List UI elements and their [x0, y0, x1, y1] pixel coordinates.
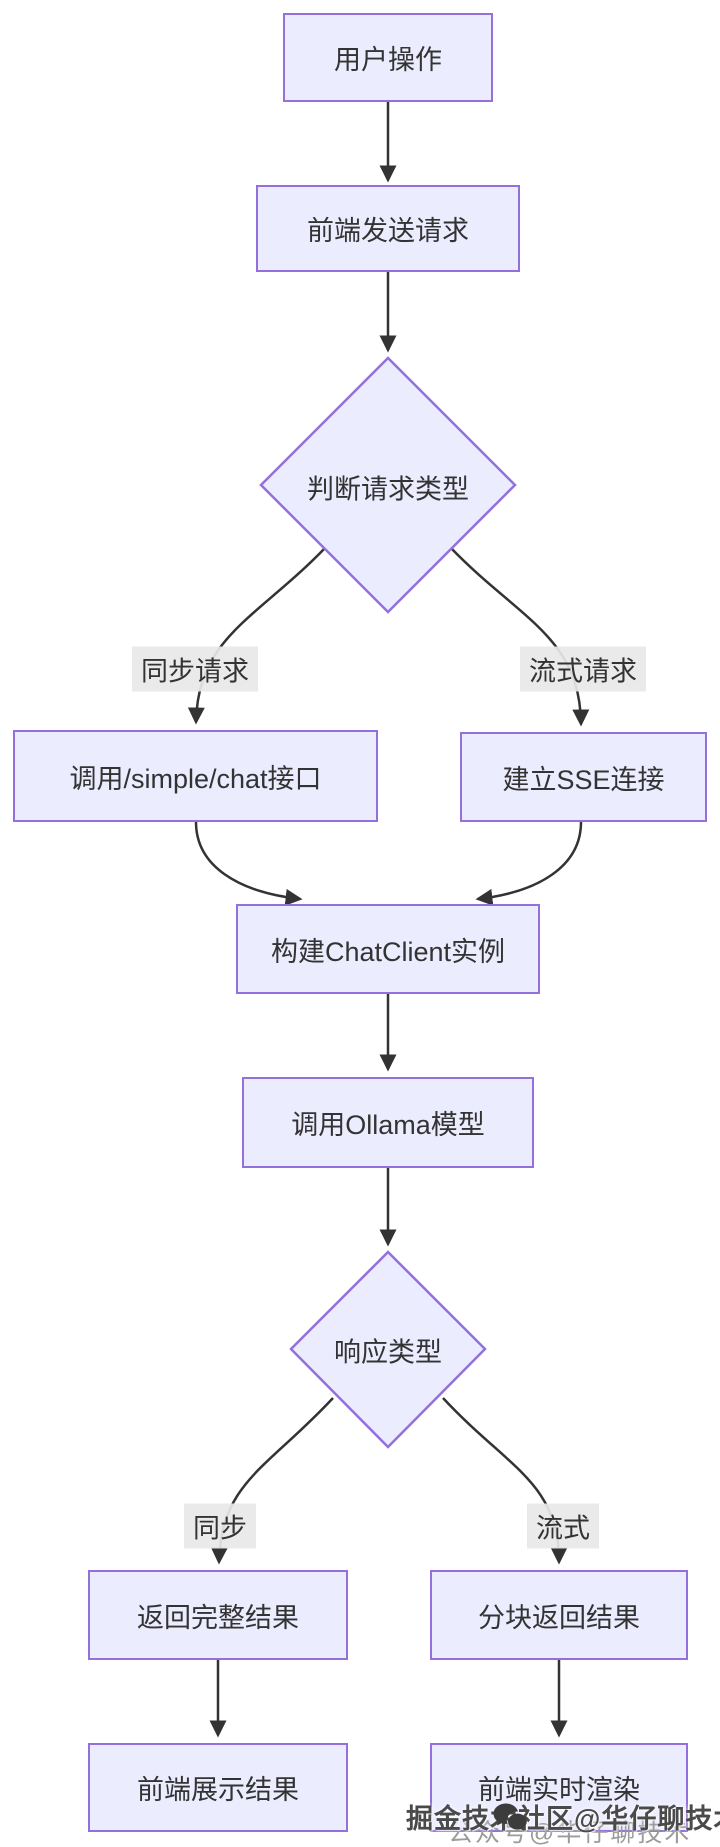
node-frontend-render: 前端实时渲染: [430, 1743, 688, 1832]
node-user-action: 用户操作: [283, 13, 493, 102]
edge-label-sync-request: 同步请求: [132, 646, 258, 692]
node-label: 分块返回结果: [478, 1602, 640, 1633]
node-label: 返回完整结果: [137, 1602, 299, 1633]
node-call-ollama: 调用Ollama模型: [242, 1077, 534, 1168]
node-label: 调用/simple/chat接口: [69, 763, 322, 794]
decision-diamond-response-type: [289, 1250, 487, 1449]
edge-label-sync: 同步: [184, 1503, 256, 1549]
edge-label-stream-request: 流式请求: [520, 646, 646, 692]
node-judge-request-type-label: 判断请求类型: [307, 474, 469, 505]
edge-simplechat-to-client: [194, 821, 303, 906]
node-label: 用户操作: [334, 45, 442, 75]
node-frontend-display: 前端展示结果: [88, 1743, 348, 1832]
node-response-type-label: 响应类型: [334, 1337, 442, 1368]
wechat-icon: [493, 1803, 527, 1831]
edge-judge-to-simplechat: [187, 546, 327, 725]
node-label: 建立SSE连接: [502, 764, 665, 795]
node-label: 前端发送请求: [307, 216, 469, 246]
node-call-simple-chat: 调用/simple/chat接口: [13, 730, 378, 822]
watermark-primary: 掘金技术社区@华仔聊技术: [406, 1804, 720, 1834]
edge-judge-to-sse: [449, 546, 590, 727]
node-build-chatclient: 构建ChatClient实例: [236, 904, 540, 994]
node-frontend-send: 前端发送请求: [256, 185, 520, 272]
decision-diamond-request-type: [259, 356, 517, 614]
node-label: 调用Ollama模型: [291, 1110, 485, 1140]
edge-sse-to-client: [475, 821, 583, 906]
node-return-full: 返回完整结果: [88, 1570, 348, 1660]
watermark-secondary: 公众号@华仔聊技术: [448, 1819, 692, 1847]
node-label: 构建ChatClient实例: [270, 936, 506, 967]
node-establish-sse: 建立SSE连接: [460, 732, 707, 822]
node-chunk-return: 分块返回结果: [430, 1570, 688, 1660]
node-label: 前端展示结果: [137, 1775, 299, 1805]
node-label: 前端实时渲染: [478, 1775, 640, 1805]
edge-label-stream: 流式: [527, 1503, 599, 1549]
